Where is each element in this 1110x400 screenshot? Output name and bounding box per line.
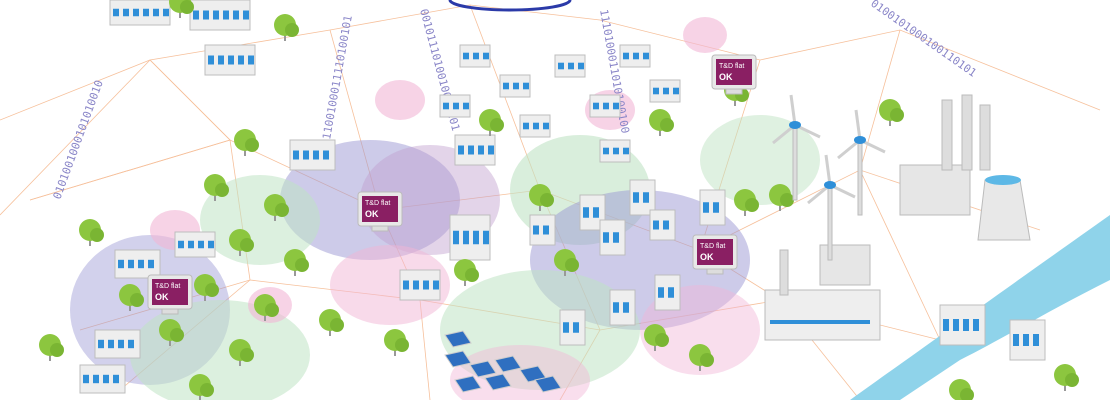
building (519, 114, 551, 138)
building (94, 329, 141, 359)
tree (189, 374, 214, 400)
tree (274, 14, 299, 41)
tree (194, 274, 219, 301)
building (529, 214, 556, 246)
building (609, 289, 636, 326)
monitor-status: OK (365, 209, 379, 219)
building (114, 249, 161, 279)
wind-turbine (837, 109, 886, 216)
monitor-caption: T&D flat (155, 283, 180, 290)
building (174, 231, 216, 258)
wind-turbine (772, 94, 821, 201)
building (699, 189, 726, 226)
tree (479, 109, 504, 136)
building (654, 274, 681, 311)
building (619, 44, 651, 68)
tree (734, 189, 759, 216)
building (459, 44, 491, 68)
building (554, 54, 586, 78)
tree (254, 294, 279, 321)
building (559, 309, 586, 346)
solar-panel (534, 375, 562, 393)
power-plant (899, 94, 1031, 241)
tree (529, 184, 554, 211)
building (629, 179, 656, 216)
solar-panel (444, 330, 472, 348)
tree (644, 324, 669, 351)
tree (384, 329, 409, 356)
building (599, 139, 631, 163)
building (449, 214, 491, 261)
tree (454, 259, 479, 286)
wind-turbine (807, 154, 856, 261)
tree (159, 319, 184, 346)
building (79, 364, 126, 394)
solar-panel (469, 360, 497, 378)
building (589, 94, 621, 118)
tree (319, 309, 344, 336)
tree (949, 379, 974, 400)
tree (554, 249, 579, 276)
building (454, 134, 496, 166)
solar-panel (444, 350, 472, 368)
tree (264, 194, 289, 221)
tree (39, 334, 64, 361)
building (204, 44, 256, 76)
tree (234, 129, 259, 156)
svg-text:1100100011110100101: 1100100011110100101 (320, 14, 355, 140)
tree (79, 219, 104, 246)
satellite-ring (448, 0, 572, 12)
tree (229, 229, 254, 256)
building (1009, 319, 1046, 361)
solar-panels (444, 330, 562, 393)
tree (284, 249, 309, 276)
monitor-caption: T&D flat (365, 200, 390, 207)
solar-panel (484, 373, 512, 391)
tree (204, 174, 229, 201)
monitor-status: OK (719, 72, 733, 82)
building (649, 209, 676, 241)
building (399, 269, 441, 301)
building (599, 219, 626, 256)
building (289, 139, 336, 171)
tree (879, 99, 904, 126)
building (189, 0, 251, 31)
building (109, 0, 171, 26)
tree (1054, 364, 1079, 391)
building (499, 74, 531, 98)
factory (764, 244, 881, 341)
monitor-status: OK (700, 252, 714, 262)
tree (119, 284, 144, 311)
building (939, 304, 986, 346)
tree (649, 109, 674, 136)
monitor-caption: T&D flat (700, 243, 725, 250)
wind-turbines (772, 94, 886, 261)
tree (689, 344, 714, 371)
solar-panel (454, 375, 482, 393)
building (649, 79, 681, 103)
buildings (79, 0, 1046, 394)
tree (229, 339, 254, 366)
solar-panel (494, 355, 522, 373)
tree (769, 184, 794, 211)
tree (169, 0, 194, 18)
monitor-caption: T&D flat (719, 63, 744, 70)
monitor-status: OK (155, 292, 169, 302)
building (439, 94, 471, 118)
svg-text:0100101000100110101: 0100101000100110101 (868, 0, 979, 80)
